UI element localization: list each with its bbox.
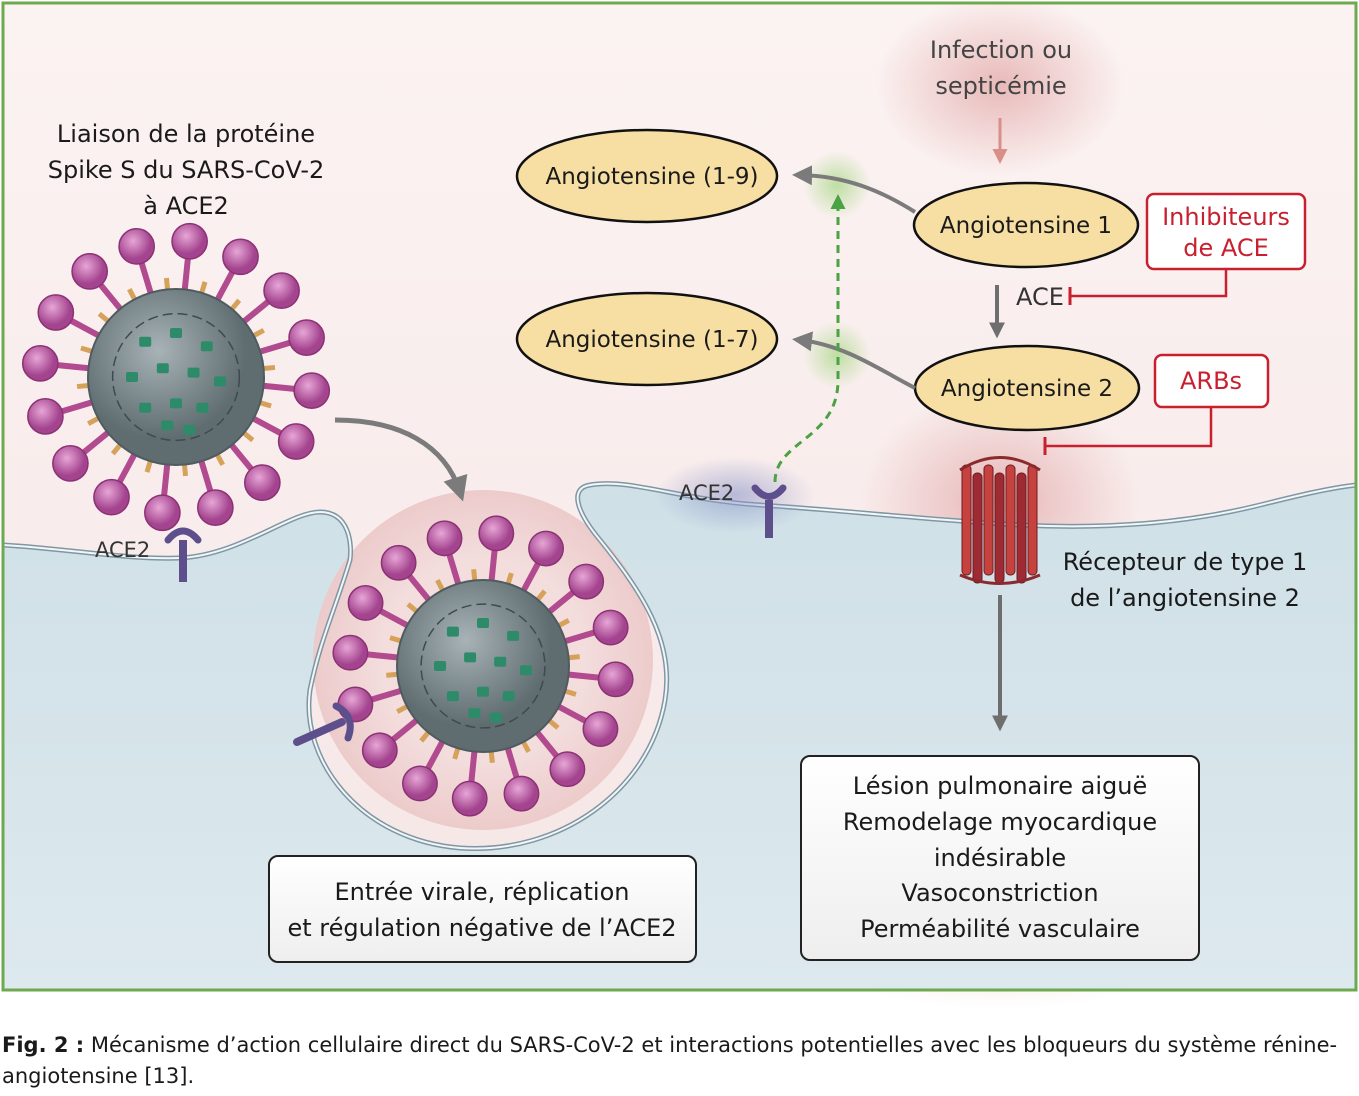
viral-entry-line2: et régulation négative de l’ACE2 <box>287 914 676 942</box>
infection-glow <box>875 0 1125 175</box>
ace-inhibitors-line2: de ACE <box>1183 234 1269 262</box>
caption-text: Mécanisme d’action cellulaire direct du … <box>2 1033 1338 1088</box>
ace-inhibitors-line1: Inhibiteurs <box>1162 203 1290 231</box>
angiotensin-1-9-label: Angiotensine (1-9) <box>545 164 758 190</box>
trigger-line2: septicémie <box>935 72 1066 100</box>
figure-caption: Fig. 2 : Mécanisme d’action cellulaire d… <box>2 1030 1357 1092</box>
virus-binding-label-line3: à ACE2 <box>143 192 229 220</box>
effects-box: Lésion pulmonaire aiguë Remodelage myoca… <box>800 755 1200 961</box>
angiotensin-1-9-node: Angiotensine (1-9) <box>515 128 779 224</box>
figure-frame <box>1 1 1358 992</box>
virus-binding-label-line1: Liaison de la protéine <box>57 120 315 148</box>
angiotensin-2-node: Angiotensine 2 <box>913 344 1141 432</box>
arrow-ang1-to-ang1-9 <box>792 165 917 214</box>
receptor-label-line1: Récepteur de type 1 <box>1063 548 1308 576</box>
effect-line5: Perméabilité vasculaire <box>860 915 1140 943</box>
ace-inhibition-line <box>1070 269 1228 298</box>
ace2-receptor-icon <box>293 702 354 746</box>
angiotensin-2-label: Angiotensine 2 <box>941 376 1113 402</box>
angiotensin-1-7-node: Angiotensine (1-7) <box>515 291 779 387</box>
viral-entry-line1: Entrée virale, réplication <box>335 878 630 906</box>
entry-arrow <box>334 417 468 502</box>
arrow-ang2-to-ang1-7 <box>792 331 916 390</box>
effect-line1: Lésion pulmonaire aiguë <box>853 772 1148 800</box>
angiotensin-1-label: Angiotensine 1 <box>940 213 1112 239</box>
caption-prefix: Fig. 2 : <box>2 1033 85 1057</box>
effect-line3: indésirable <box>934 844 1066 872</box>
ace2-receptor-icon <box>751 484 787 538</box>
sars-cov-2-virion-icon <box>21 222 331 532</box>
arbs-box: ARBs <box>1153 353 1270 409</box>
arbs-inhibition-line <box>1045 407 1213 448</box>
ace2-label-left: ACE2 <box>95 538 150 562</box>
ace-enzyme-label: ACE <box>1016 283 1064 311</box>
green-glow-top <box>803 151 871 219</box>
virus-binding-label-line2: Spike S du SARS-CoV-2 <box>48 156 325 184</box>
ace2-label-membrane: ACE2 <box>679 481 734 505</box>
receptor-label-line2: de l’angiotensine 2 <box>1070 584 1300 612</box>
effect-line2: Remodelage myocardique <box>843 808 1157 836</box>
ace2-receptor-icon <box>164 527 202 582</box>
angiotensin-1-node: Angiotensine 1 <box>912 181 1140 269</box>
ace2-conversion-arrow <box>773 194 846 483</box>
ace-inhibitors-box: Inhibiteurs de ACE <box>1145 192 1307 271</box>
viral-entry-box: Entrée virale, réplication et régulation… <box>268 855 697 963</box>
angiotensin-1-7-label: Angiotensine (1-7) <box>545 327 758 353</box>
sars-cov-2-virion-icon <box>332 515 634 817</box>
effect-line4: Vasoconstriction <box>901 879 1098 907</box>
green-glow-mid <box>803 321 871 389</box>
at1-receptor-icon <box>959 456 1041 585</box>
trigger-line1: Infection ou <box>930 36 1072 64</box>
arbs-label: ARBs <box>1180 367 1242 395</box>
